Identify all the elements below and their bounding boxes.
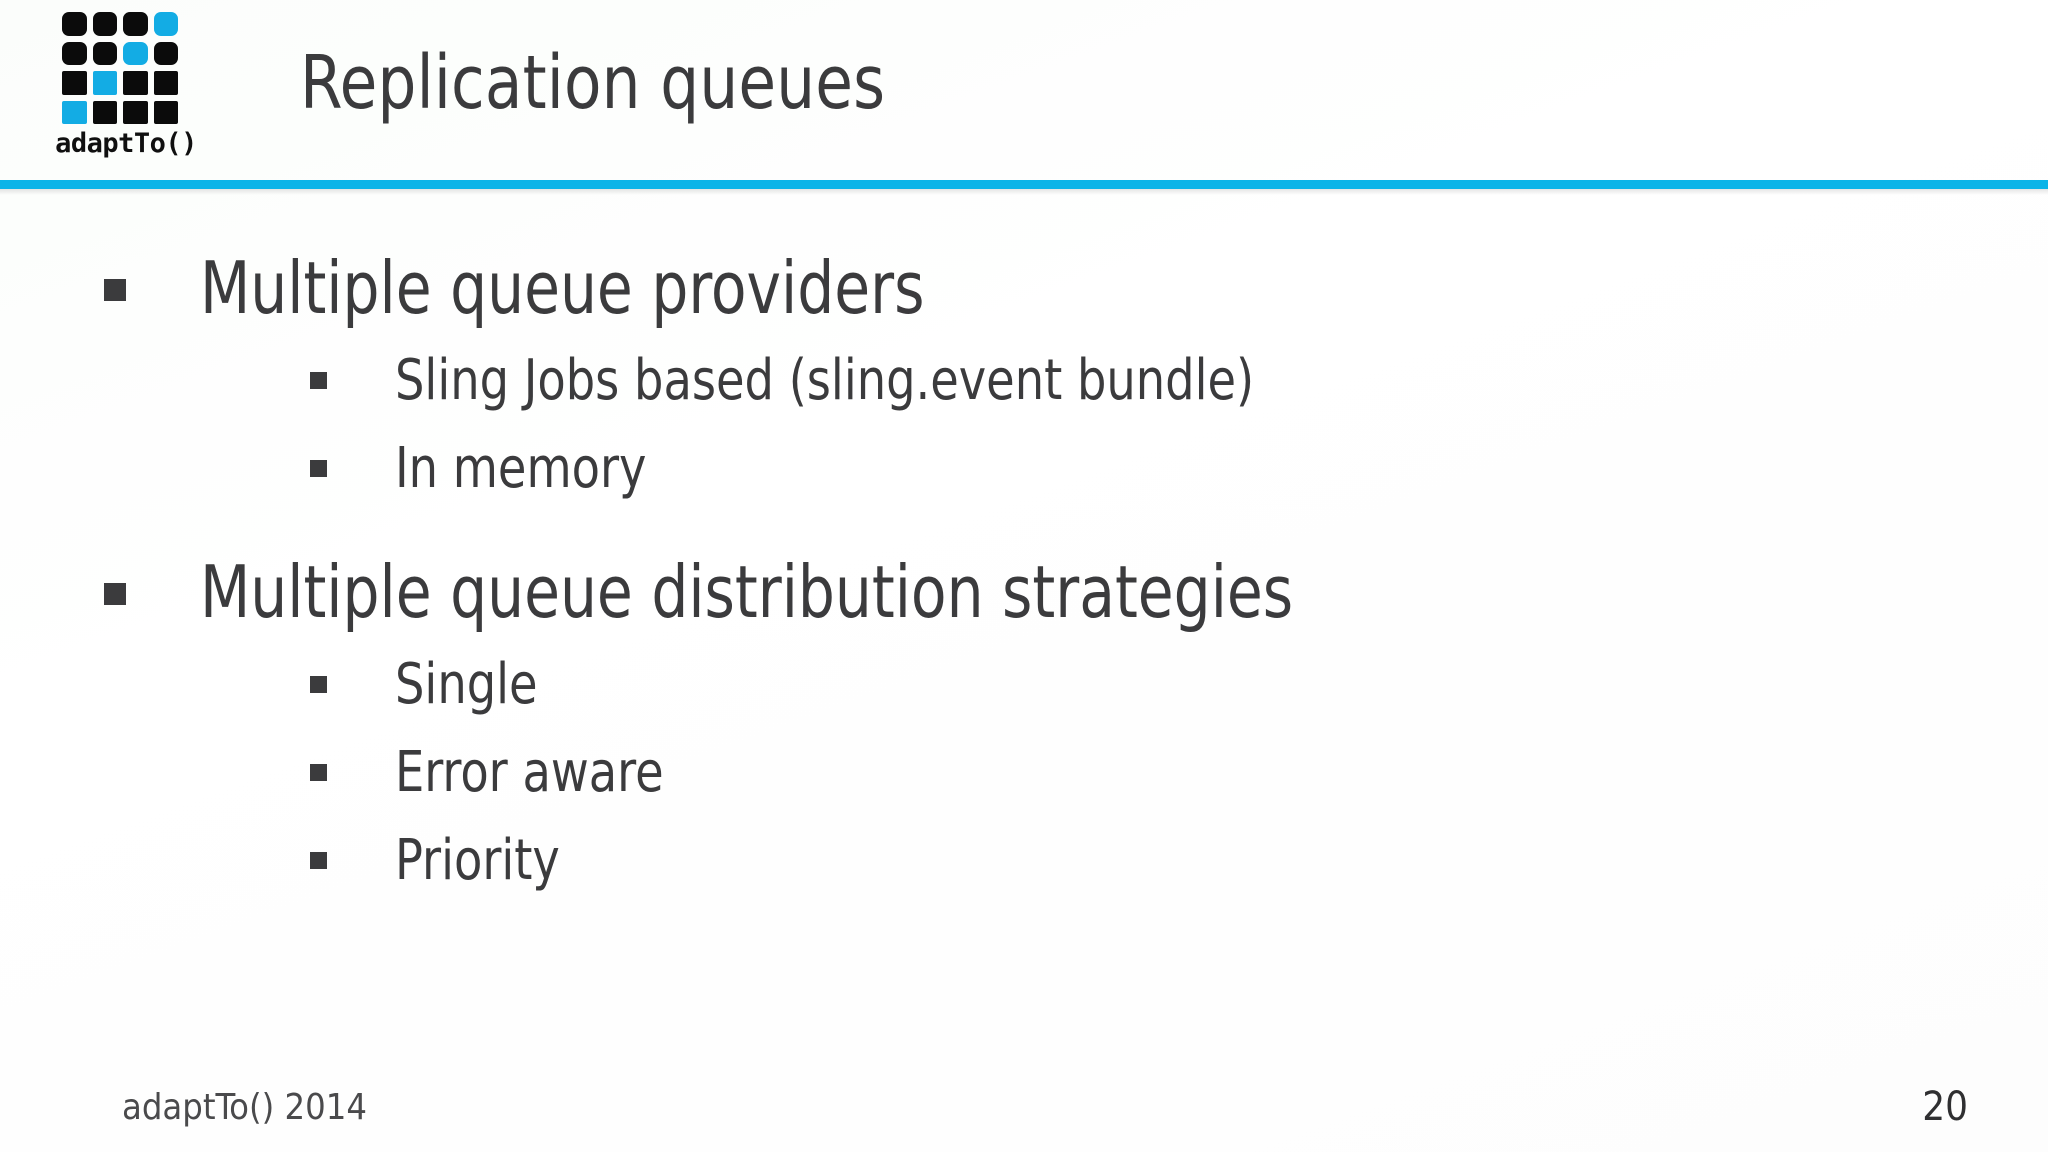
logo-cell bbox=[92, 100, 117, 124]
slide-content: Multiple queue providers Sling Jobs base… bbox=[0, 240, 2048, 910]
adaptto-grid-logo-icon bbox=[62, 12, 178, 124]
logo-cell bbox=[62, 12, 87, 36]
header-divider-shadow bbox=[0, 189, 2048, 195]
bullet-marker-icon bbox=[310, 764, 327, 781]
bullet-marker-icon bbox=[310, 372, 327, 389]
bullet-text: Priority bbox=[395, 828, 560, 893]
bullet-text: Error aware bbox=[395, 740, 664, 805]
bullet-text: Multiple queue distribution strategies bbox=[200, 550, 1294, 634]
logo-cell bbox=[62, 41, 87, 65]
bullet-text: Single bbox=[395, 652, 538, 717]
logo-cell-accent bbox=[92, 71, 117, 95]
logo-cell bbox=[123, 12, 148, 36]
logo-cell-accent bbox=[123, 41, 148, 65]
logo-cell bbox=[123, 100, 148, 124]
logo-cell bbox=[92, 12, 117, 36]
bullet-item-level2: Error aware bbox=[0, 734, 2048, 812]
bullet-item-level2: Sling Jobs based (sling.event bundle) bbox=[0, 342, 2048, 420]
bullet-text: Sling Jobs based (sling.event bundle) bbox=[395, 348, 1255, 413]
bullet-item-level1: Multiple queue providers bbox=[0, 240, 2048, 336]
logo-cell bbox=[153, 41, 178, 65]
footer-conference-label: adaptTo() 2014 bbox=[122, 1087, 367, 1128]
bullet-item-level1: Multiple queue distribution strategies bbox=[0, 544, 2048, 640]
slide-header: adaptTo() Replication queues bbox=[0, 0, 2048, 195]
bullet-marker-icon bbox=[310, 460, 327, 477]
bullet-item-level2: Priority bbox=[0, 822, 2048, 900]
logo-cell bbox=[153, 100, 178, 124]
logo-cell-accent bbox=[62, 100, 87, 124]
bullet-marker-icon bbox=[310, 852, 327, 869]
logo-cell bbox=[123, 71, 148, 95]
logo-wordmark: adaptTo() bbox=[55, 128, 197, 159]
bullet-item-level2: In memory bbox=[0, 430, 2048, 508]
logo-cell bbox=[153, 71, 178, 95]
bullet-item-level2: Single bbox=[0, 646, 2048, 724]
bullet-marker-icon bbox=[104, 279, 126, 301]
page-title: Replication queues bbox=[300, 40, 886, 126]
header-divider bbox=[0, 180, 2048, 189]
logo-cell bbox=[62, 71, 87, 95]
bullet-marker-icon bbox=[310, 676, 327, 693]
bullet-text: Multiple queue providers bbox=[200, 246, 925, 330]
bullet-text: In memory bbox=[395, 436, 647, 501]
logo-cell bbox=[92, 41, 117, 65]
logo-cell-accent bbox=[153, 12, 178, 36]
adaptto-logo: adaptTo() bbox=[46, 8, 206, 176]
slide-number: 20 bbox=[1922, 1084, 1968, 1130]
bullet-marker-icon bbox=[104, 583, 126, 605]
